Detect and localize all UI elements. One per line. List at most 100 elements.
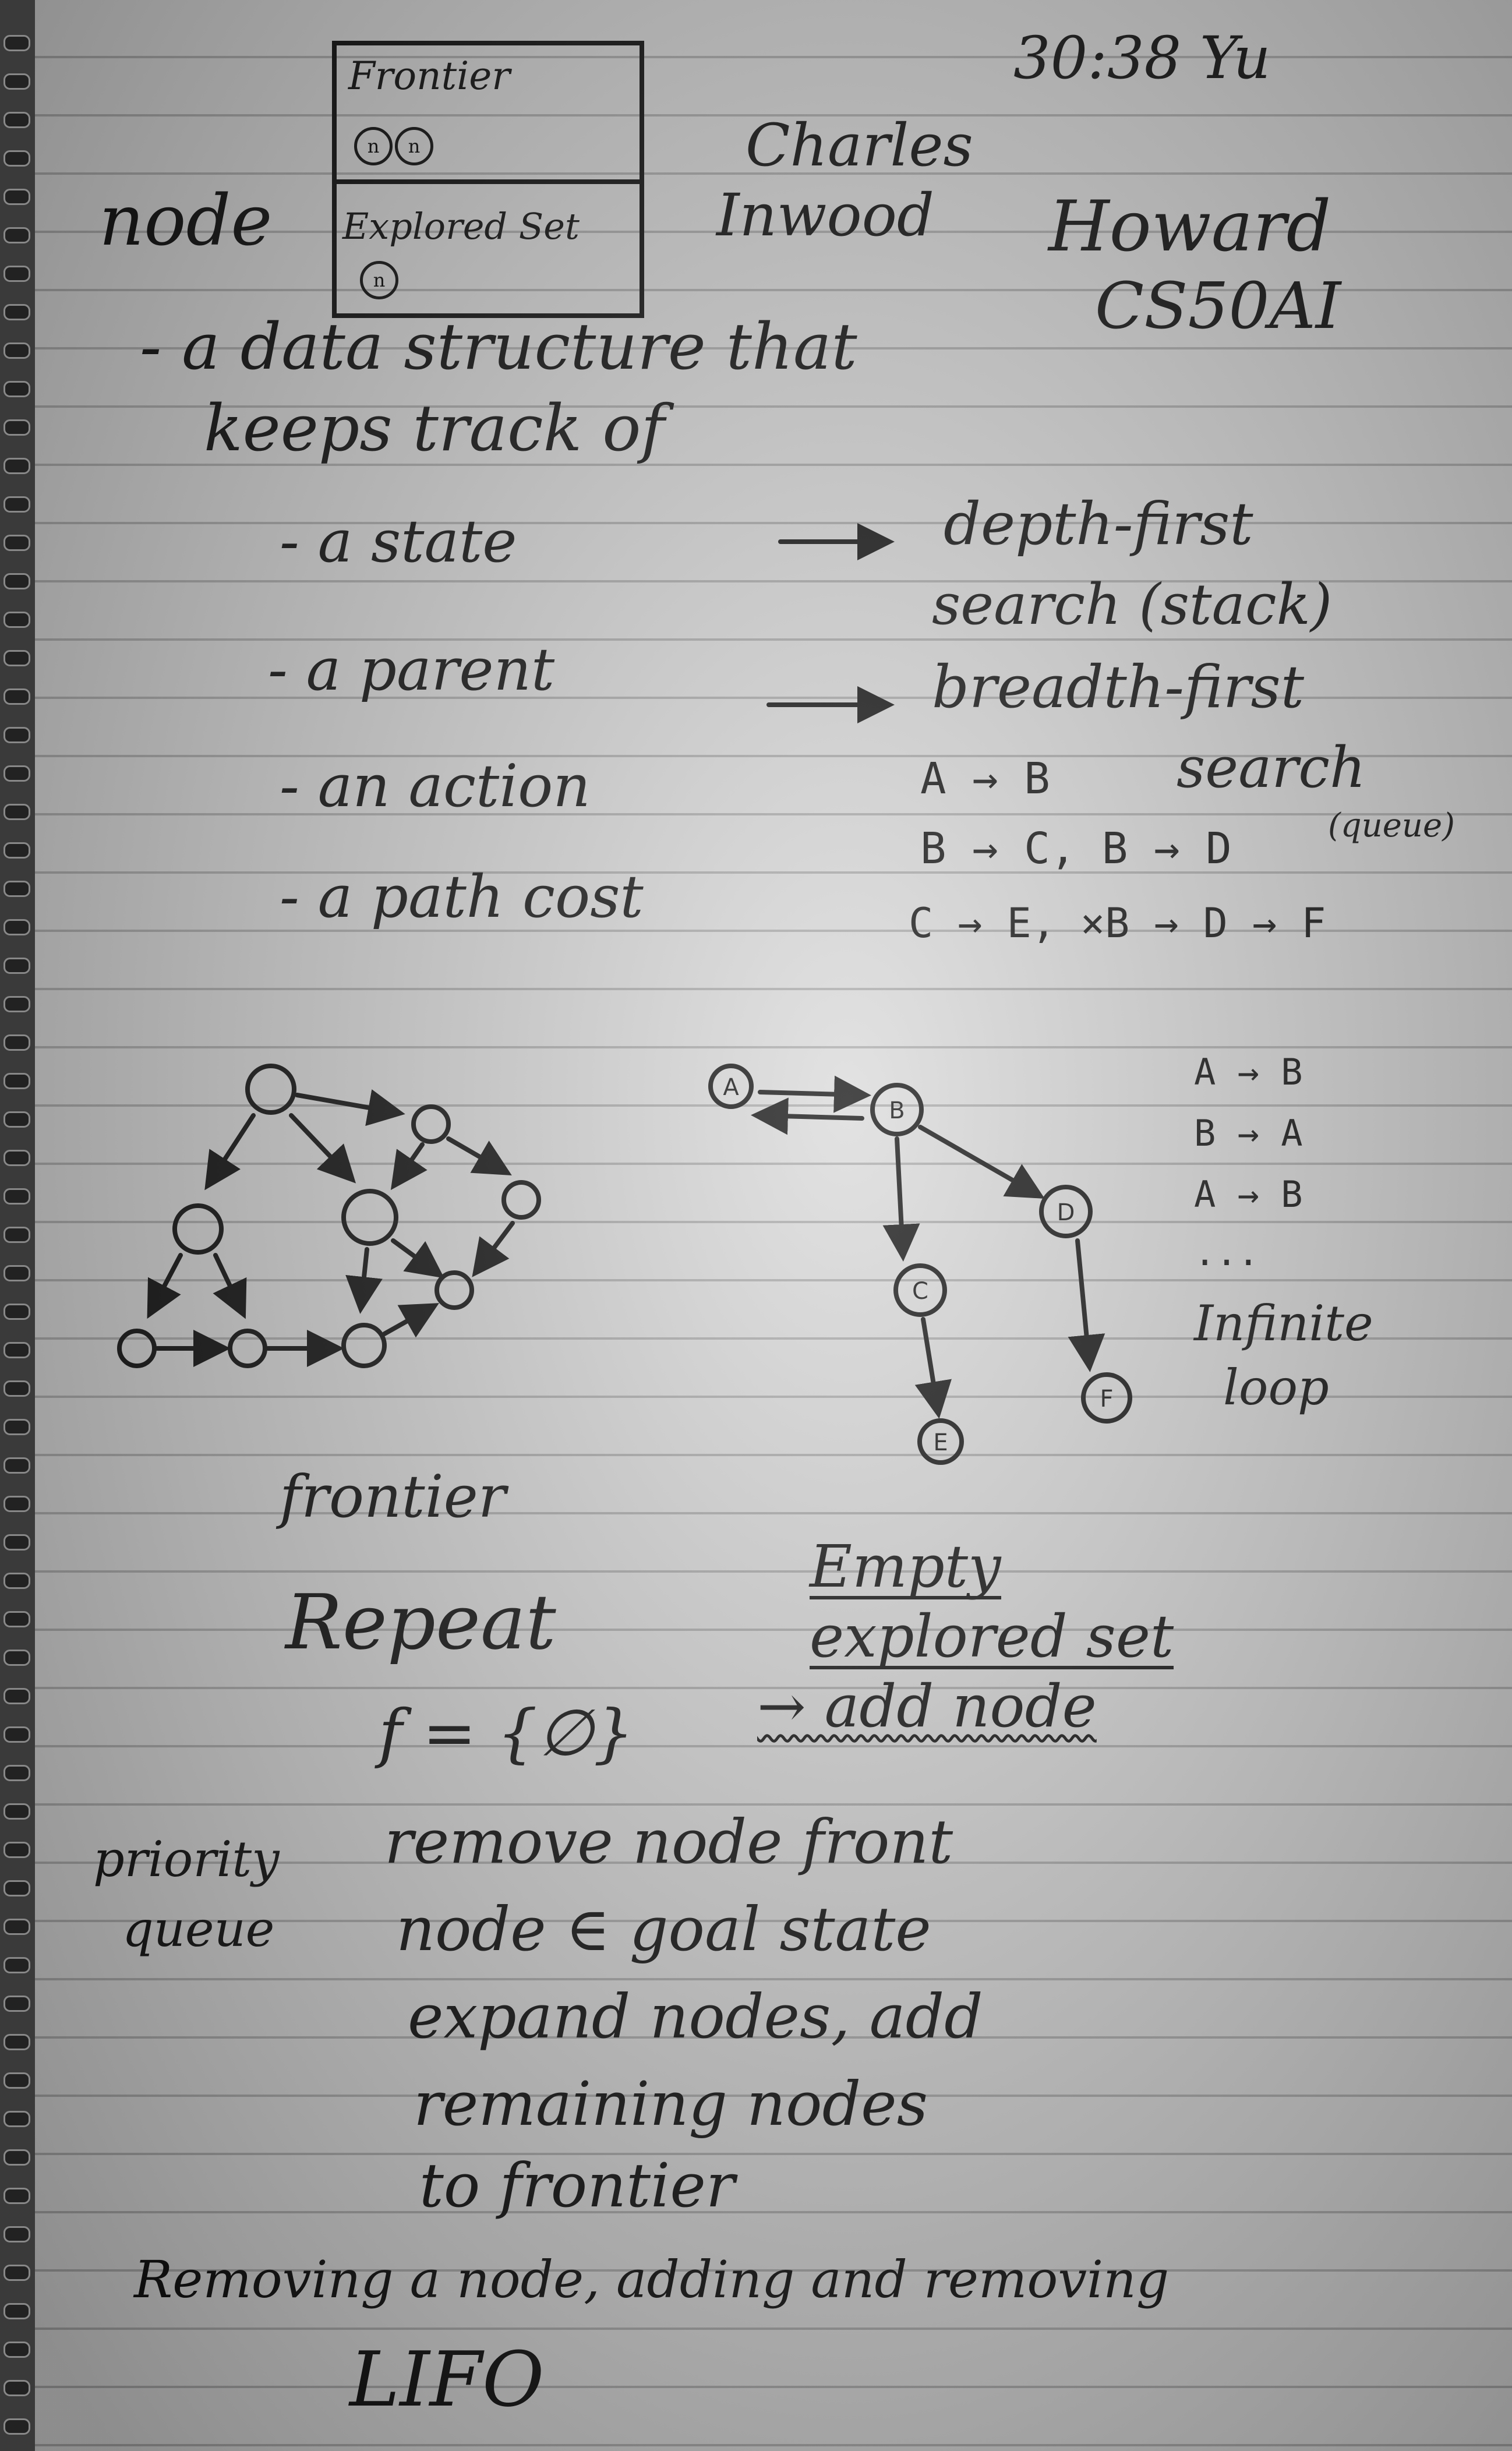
spiral-ring <box>3 304 30 320</box>
spiral-ring <box>3 2380 30 2396</box>
spiral-ring <box>3 765 30 782</box>
definition-item-state: - a state <box>280 507 517 575</box>
bfs-line-1: breadth-first <box>932 653 1305 721</box>
spiral-ring <box>3 1265 30 1281</box>
spiral-ring <box>3 1380 30 1397</box>
loop-note-1: Infinite <box>1194 1295 1373 1352</box>
spiral-ring <box>3 2303 30 2319</box>
algorithm-step-1: remove node front <box>384 1806 953 1877</box>
spiral-ring <box>3 2418 30 2435</box>
right-graph-node-d <box>1039 1185 1093 1238</box>
spiral-ring <box>3 266 30 282</box>
spiral-ring <box>3 1688 30 1704</box>
spiral-ring <box>3 1996 30 2012</box>
frontier-node-2-label: n <box>408 135 421 157</box>
spiral-ring <box>3 1111 30 1128</box>
spiral-ring <box>3 1073 30 1089</box>
spiral-ring <box>3 881 30 897</box>
box-divider <box>337 179 640 184</box>
spiral-ring <box>3 1034 30 1051</box>
spiral-ring <box>3 1765 30 1781</box>
spiral-ring <box>3 535 30 551</box>
right-graph-edge <box>882 1136 920 1262</box>
explored-set-box-label: Explored Set <box>342 205 580 248</box>
definition-item-path-cost: - a path cost <box>280 863 644 931</box>
spiral-ring <box>3 1650 30 1666</box>
left-graph-node <box>411 1104 451 1144</box>
footer-line: Removing a node, adding and removing <box>134 2249 1170 2309</box>
spiral-ring <box>3 1188 30 1205</box>
spiral-ring <box>3 2149 30 2166</box>
frontier-node-1: n <box>354 127 393 165</box>
spiral-ring <box>3 189 30 205</box>
dfs-line-2: search (stack) <box>932 572 1333 637</box>
right-graph-node-b <box>870 1083 924 1136</box>
spiral-ring <box>3 1534 30 1551</box>
left-graph-node <box>117 1329 157 1368</box>
right-graph-label-d: D <box>1057 1199 1075 1226</box>
right-graph-edge <box>918 1125 1045 1199</box>
definition-line-2: keeps track of <box>204 391 665 465</box>
spiral-ring <box>3 958 30 974</box>
author-last-name: Inwood <box>716 181 934 249</box>
spiral-ring <box>3 1919 30 1935</box>
spiral-ring <box>3 35 30 51</box>
definition-item-parent: - a parent <box>268 635 555 704</box>
algorithm-step-5: to frontier <box>419 2150 735 2221</box>
right-graph-edge <box>751 1097 864 1135</box>
explored-node-1: n <box>360 261 398 299</box>
loop-line-2: B → A <box>1194 1112 1303 1154</box>
spiral-ring <box>3 2072 30 2089</box>
spiral-ring <box>3 1419 30 1435</box>
explored-node-1-label: n <box>373 269 386 291</box>
side-note-queue: queue <box>122 1901 275 1958</box>
bfs-line-2: search <box>1177 735 1366 800</box>
spiral-ring <box>3 2265 30 2281</box>
graph-drawings: A B D C F E <box>117 523 1132 1465</box>
spiral-ring <box>3 2226 30 2242</box>
bfs-queue-note: (queue) <box>1328 807 1455 845</box>
algorithm-step-4: remaining nodes <box>414 2068 928 2139</box>
right-graph-node-e <box>917 1418 964 1465</box>
spiral-ring <box>3 919 30 935</box>
spiral-ring <box>3 1957 30 1973</box>
spiral-ring <box>3 112 30 128</box>
spiral-ring <box>3 1880 30 1896</box>
loop-line-3: A → B <box>1194 1173 1303 1216</box>
left-graph-edge <box>382 1303 439 1338</box>
spiral-ring <box>3 1611 30 1627</box>
empty-label: Empty <box>810 1532 1001 1601</box>
spiral-ring <box>3 2034 30 2050</box>
spiral-binding <box>0 0 35 2451</box>
right-graph-label-c: C <box>912 1278 928 1305</box>
right-graph-edge <box>1068 1238 1105 1372</box>
explored-set-label: explored set <box>810 1602 1174 1671</box>
spiral-ring <box>3 1457 30 1474</box>
left-graph-edge <box>446 1136 512 1176</box>
repeat-label: Repeat <box>285 1578 556 1666</box>
spiral-ring <box>3 804 30 820</box>
left-graph-edge <box>289 1113 356 1184</box>
left-graph-node <box>228 1329 267 1368</box>
spiral-ring <box>3 1573 30 1589</box>
right-graph-node-c <box>893 1263 947 1317</box>
spiral-ring <box>3 842 30 859</box>
side-note-priority: priority <box>93 1831 280 1888</box>
spiral-ring <box>3 458 30 474</box>
left-graph-node <box>245 1064 296 1115</box>
left-graph-node <box>172 1203 224 1255</box>
left-graph-edge <box>295 1089 405 1126</box>
algorithm-step-3: expand nodes, add <box>408 1981 983 2052</box>
spiral-ring <box>3 1342 30 1358</box>
spiral-ring <box>3 727 30 743</box>
spiral-ring <box>3 573 30 589</box>
spiral-ring <box>3 150 30 167</box>
spiral-ring <box>3 2188 30 2204</box>
trace-line-2: B → C, B → D <box>920 824 1232 874</box>
spiral-ring <box>3 496 30 513</box>
spiral-ring <box>3 419 30 436</box>
loop-line-4: ... <box>1194 1231 1259 1274</box>
left-graph-edge <box>391 1238 444 1279</box>
spiral-ring <box>3 2341 30 2358</box>
right-graph-label-e: E <box>933 1429 948 1456</box>
